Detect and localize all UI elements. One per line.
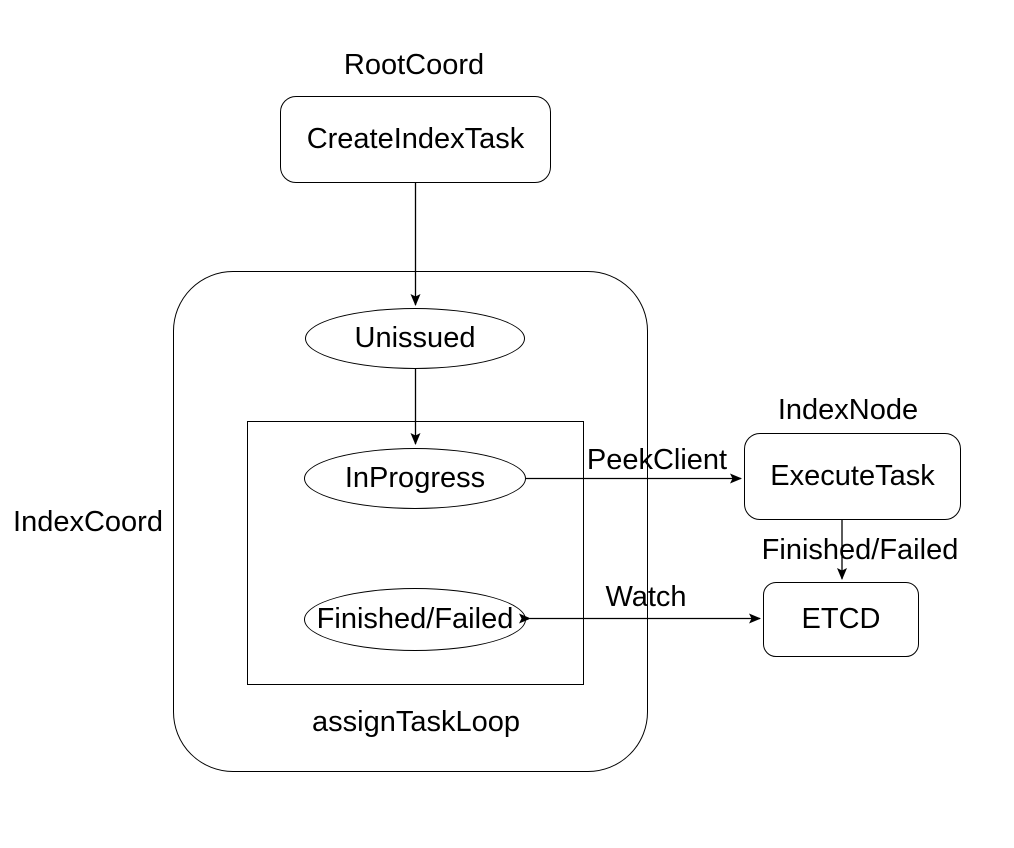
index-coord-group-boundary	[173, 271, 648, 772]
index-coord-group-label: IndexCoord	[13, 506, 163, 539]
in-progress-state-node-label: InProgress	[344, 462, 486, 494]
assign-task-loop-group-label: assignTaskLoop	[312, 706, 520, 739]
etcd-node: ETCD	[763, 582, 919, 657]
etcd-node-label: ETCD	[801, 603, 881, 635]
watch-edge-label: Watch	[605, 581, 687, 614]
unissued-state-node-label: Unissued	[354, 322, 476, 354]
in-progress-state-node: InProgress	[304, 448, 526, 509]
finished-failed-state-node-label: Finished/Failed	[316, 603, 514, 635]
finished-failed-edge-label: Finished/Failed	[761, 534, 959, 567]
finished-failed-state-node: Finished/Failed	[304, 588, 526, 651]
execute-task-node-label: ExecuteTask	[770, 460, 935, 492]
create-index-task-node: CreateIndexTask	[280, 96, 551, 183]
execute-task-node: ExecuteTask	[744, 433, 961, 520]
create-index-task-node-label: CreateIndexTask	[306, 123, 525, 155]
unissued-state-node: Unissued	[305, 308, 525, 369]
peek-client-edge-label: PeekClient	[586, 444, 728, 477]
index-node-group-label: IndexNode	[777, 394, 919, 427]
root-coord-group-label: RootCoord	[343, 49, 485, 82]
